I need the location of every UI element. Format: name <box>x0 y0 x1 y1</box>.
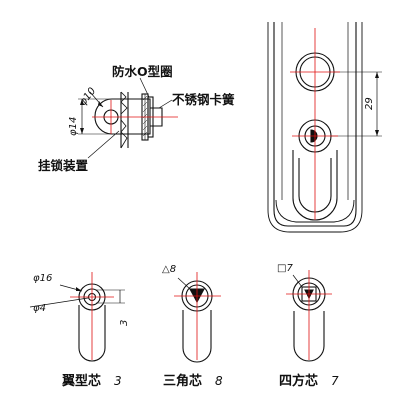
label-padlock-device: 挂锁装置 <box>38 158 89 173</box>
handle-front-view <box>267 22 382 233</box>
dim-triangle-size: △8 <box>162 264 176 275</box>
label-stainless-clip: 不锈钢卡簧 <box>172 92 235 107</box>
caption-square-core-size: 7 <box>331 374 339 388</box>
dim-wing-dia-4: φ4 <box>33 303 46 314</box>
dim-lock-dia-14: φ14 <box>68 117 79 136</box>
handle-centerlines <box>290 28 340 220</box>
triangle-core-view <box>177 277 213 363</box>
wing-core-view <box>29 283 125 362</box>
caption-wing-core: 翼型芯 <box>61 373 101 389</box>
padlock-centerlines <box>92 100 178 134</box>
dim-wing-dia-16: φ16 <box>33 273 52 284</box>
dim-lock-dia-10: φ10 <box>78 86 99 108</box>
label-waterproof-o-ring: 防水O型圈 <box>112 64 173 79</box>
caption-wing-core-size: 3 <box>114 374 122 388</box>
wing-core-centerlines <box>70 272 114 360</box>
dim-square-size: □7 <box>277 263 293 274</box>
dim-handle-spacing: 29 <box>364 97 375 110</box>
caption-triangle-core-size: 8 <box>215 374 223 388</box>
square-core-centerlines <box>286 270 332 360</box>
triangle-core-centerlines <box>174 272 221 360</box>
caption-square-core: 四方芯 <box>279 373 318 389</box>
caption-triangle-core: 三角芯 <box>163 373 202 389</box>
dim-wing-width: 3 <box>119 320 130 326</box>
